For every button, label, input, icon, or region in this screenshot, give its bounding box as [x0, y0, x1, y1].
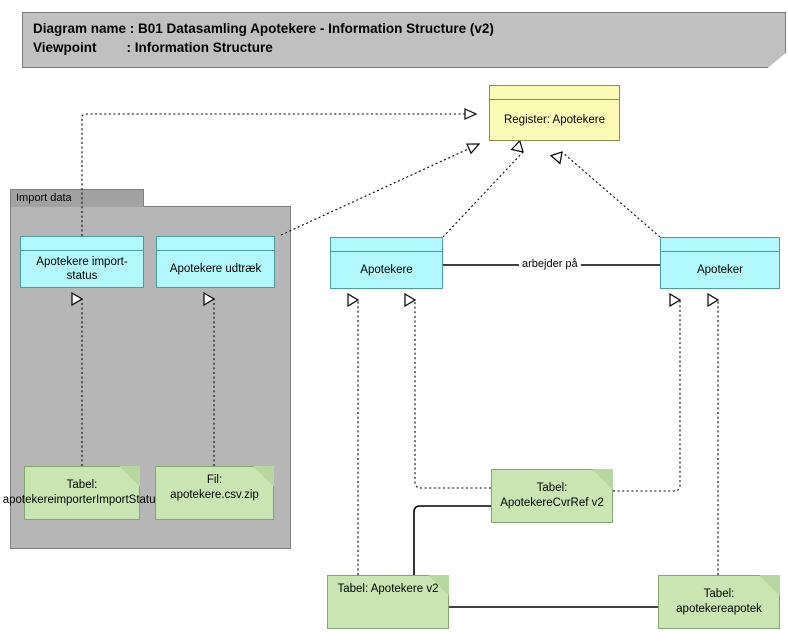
- conn-cvrref-to-apotekere: [415, 300, 491, 489]
- node-apoteker[interactable]: Apoteker: [660, 237, 780, 289]
- node-register-apotekere[interactable]: Register: Apotekere: [489, 85, 620, 141]
- node-apotekere[interactable]: Apotekere: [330, 237, 443, 289]
- tabel-apotekere-v2-label: Tabel: Apotekere v2: [337, 583, 439, 595]
- group-import-data-label: Import data: [16, 192, 72, 204]
- apotekere-label: Apotekere: [360, 264, 413, 276]
- node-apotekere-udtraek[interactable]: Apotekere udtræk: [156, 236, 275, 288]
- node-apotekere-import-status[interactable]: Apotekere import-status: [20, 236, 144, 288]
- viewpoint-row: Viewpoint : Information Structure: [33, 40, 273, 55]
- diagram-title-banner: Diagram name : B01 Datasamling Apotekere…: [22, 12, 786, 68]
- diagram-name-row: Diagram name : B01 Datasamling Apotekere…: [33, 21, 494, 36]
- node-tabel-apotekerecvrref-v2[interactable]: Tabel: ApotekereCvrRef v2: [491, 469, 613, 523]
- node-fil-apotekere-csv-zip[interactable]: Fil: apotekere.csv.zip: [155, 466, 274, 520]
- node-tabel-apotekereapotek[interactable]: Tabel: apotekereapotek: [658, 575, 780, 629]
- conn-apotekere-to-register: [442, 152, 523, 238]
- conn-tabelapotekerev2-to-cvrref: [413, 505, 491, 575]
- conn-udtraek-to-register: [280, 143, 481, 236]
- apoteker-label: Apoteker: [696, 264, 744, 276]
- apotekere-udtraek-label: Apotekere udtræk: [169, 263, 262, 275]
- node-tabel-apotekereimporter-importstatus[interactable]: Tabel: apotekereimporterImportStatus: [2, 466, 162, 520]
- data-object-header-bar: [157, 237, 274, 251]
- register-apotekere-label: Register: Apotekere: [503, 114, 605, 126]
- node-tabel-apotekere-v2[interactable]: Tabel: Apotekere v2: [327, 575, 449, 629]
- data-object-header-bar: [21, 237, 143, 251]
- conn-apoteker-to-register: [562, 152, 661, 238]
- register-header-bar: [490, 86, 619, 100]
- group-import-data-tab[interactable]: Import data: [10, 189, 144, 207]
- apotekere-import-status-label: Apotekere import-status: [36, 256, 128, 282]
- fil-apotekere-csv-zip-label: Fil: apotekere.csv.zip: [170, 474, 259, 501]
- tabel-apotekereimporter-importstatus-label: Tabel: apotekereimporterImportStatus: [2, 479, 162, 506]
- data-object-header-bar: [661, 238, 779, 252]
- tabel-apotekerecvrref-v2-label: Tabel: ApotekereCvrRef v2: [500, 482, 604, 509]
- data-object-header-bar: [331, 238, 442, 252]
- relation-label-arbejder-paa: arbejder på: [519, 258, 581, 270]
- conn-cvrref-to-apoteker: [613, 300, 680, 492]
- tabel-apotekereapotek-label: Tabel: apotekereapotek: [676, 588, 762, 615]
